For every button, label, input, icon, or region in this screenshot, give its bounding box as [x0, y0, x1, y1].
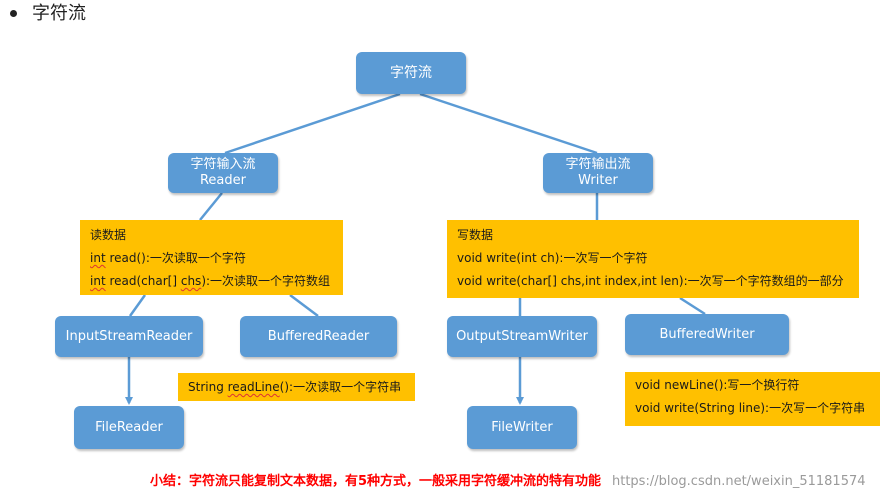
node-file-reader-label: FileReader — [95, 419, 163, 435]
node-input-stream-reader-label: InputStreamReader — [65, 328, 193, 344]
node-buffered-reader: BufferedReader — [240, 316, 397, 357]
node-buffered-writer: BufferedWriter — [625, 314, 789, 355]
node-writer-title: 字符输出流 — [565, 157, 631, 172]
bw-note-line1: void newLine():写一个换行符 — [635, 378, 800, 392]
line-note-br — [289, 294, 319, 317]
reader-methods-note: 读数据 int read():一次读取一个字符 int read(char[] … — [80, 220, 343, 295]
readline-note-text: String readLine():一次读取一个字符串 — [188, 380, 402, 394]
writer-note-title: 写数据 — [457, 228, 494, 242]
summary-text: 小结：字符流只能复制文本数据，有5种方式，一般采用字符缓冲流的特有功能 — [150, 474, 602, 489]
buffered-writer-note: void newLine():写一个换行符 void write(String … — [625, 372, 880, 426]
line-note-isr — [128, 294, 147, 317]
node-output-stream-writer-label: OutputStreamWriter — [456, 328, 588, 344]
node-file-writer: FileWriter — [467, 406, 577, 449]
writer-note-line2: void write(char[] chs,int index,int len)… — [457, 274, 844, 288]
writer-methods-note: 写数据 void write(int ch):一次写一个字符 void writ… — [447, 220, 859, 298]
node-buffered-reader-label: BufferedReader — [267, 328, 370, 344]
reader-note-line2: int read(char[] chs):一次读取一个字符数组 — [90, 274, 331, 288]
line-root-writer — [419, 92, 598, 155]
node-reader: 字符输入流 Reader — [168, 153, 278, 193]
node-input-stream-reader: InputStreamReader — [55, 316, 203, 357]
node-output-stream-writer: OutputStreamWriter — [447, 316, 597, 357]
line-reader-note — [199, 192, 223, 221]
node-root: 字符流 — [356, 52, 466, 94]
node-writer-sub: Writer — [578, 173, 618, 188]
reader-note-line1: int read():一次读取一个字符 — [90, 251, 246, 265]
node-file-reader: FileReader — [74, 406, 184, 449]
writer-note-line1: void write(int ch):一次写一个字符 — [457, 251, 648, 265]
readline-note: String readLine():一次读取一个字符串 — [178, 373, 415, 401]
bw-note-line2: void write(String line):一次写一个字符串 — [635, 401, 866, 415]
node-file-writer-label: FileWriter — [491, 419, 553, 435]
bullet-dot — [10, 10, 17, 17]
line-root-reader — [224, 92, 401, 155]
node-writer: 字符输出流 Writer — [543, 153, 653, 193]
node-buffered-writer-label: BufferedWriter — [659, 326, 755, 342]
watermark-url: https://blog.csdn.net/weixin_51181574 — [612, 474, 866, 489]
line-note-bw — [679, 296, 706, 316]
node-reader-sub: Reader — [199, 173, 246, 188]
node-root-label: 字符流 — [390, 65, 432, 81]
reader-note-title: 读数据 — [90, 228, 127, 242]
node-reader-title: 字符输入流 — [190, 157, 256, 172]
page-heading: 字符流 — [32, 3, 86, 24]
